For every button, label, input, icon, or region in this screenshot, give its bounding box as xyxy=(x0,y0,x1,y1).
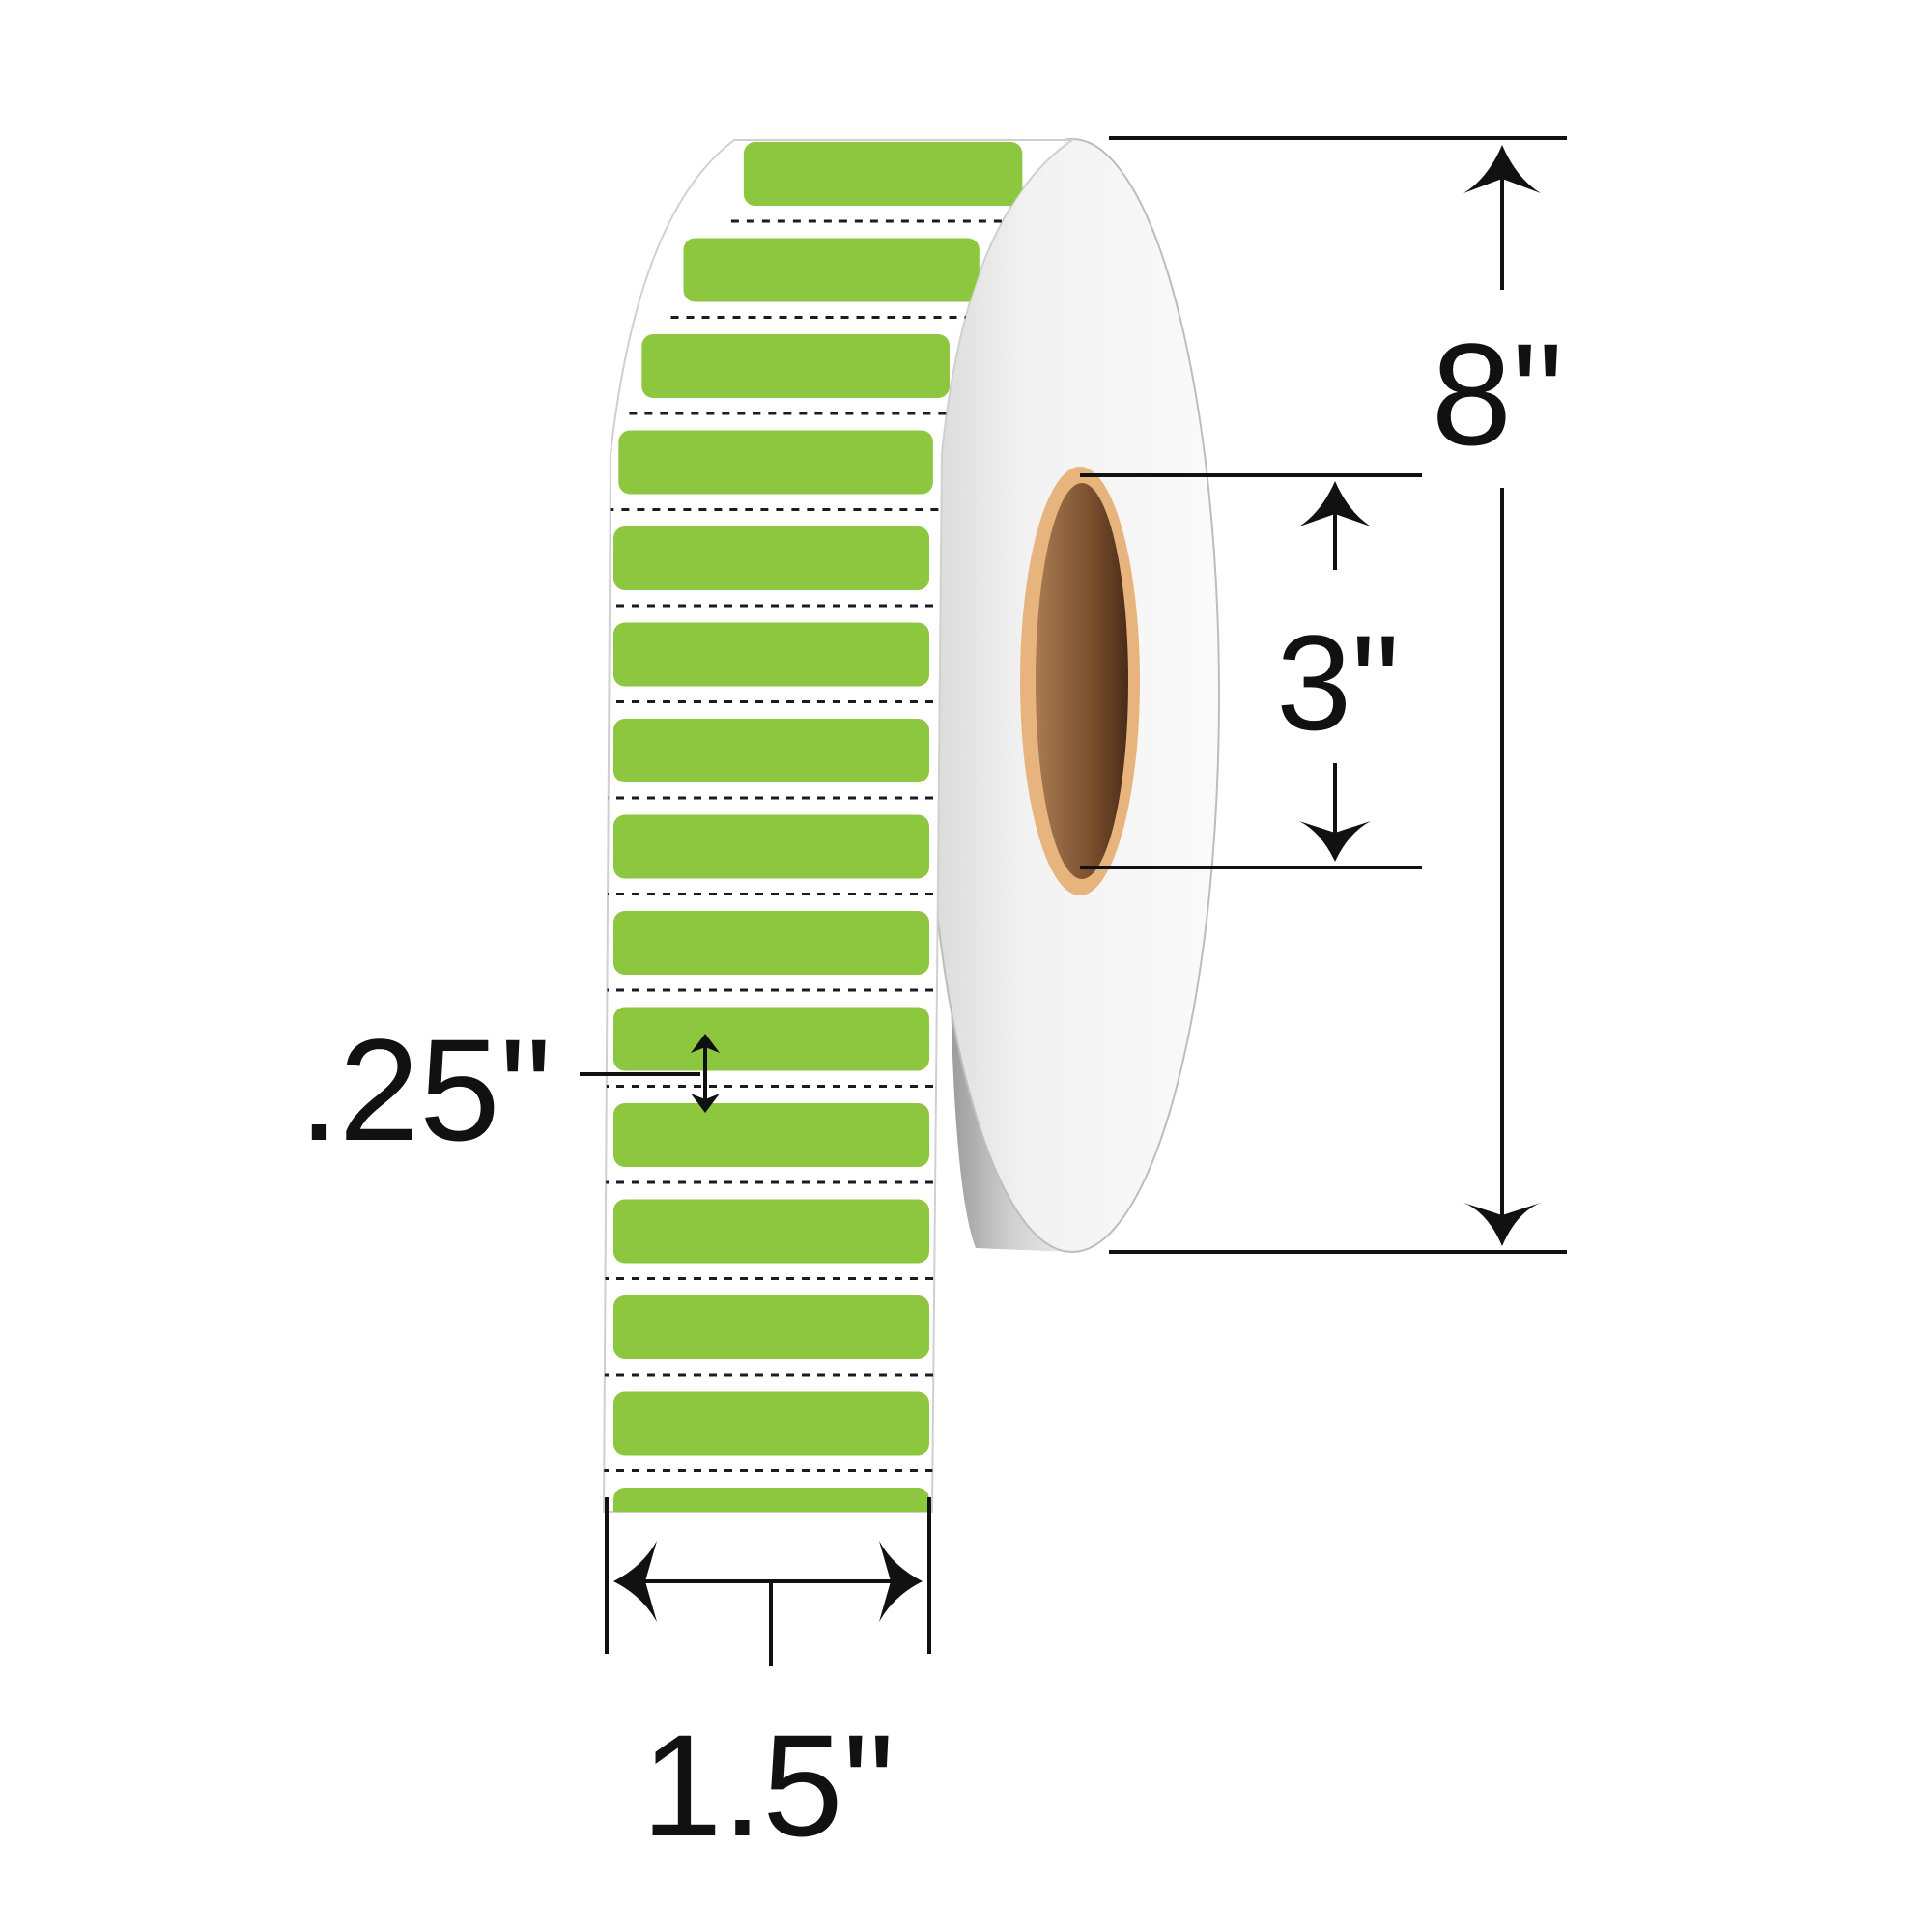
label xyxy=(613,1488,929,1512)
arrow-left-icon xyxy=(613,1541,657,1622)
label xyxy=(613,719,929,782)
label xyxy=(613,911,929,975)
label xyxy=(641,334,950,398)
arrow-up-icon xyxy=(1463,145,1541,193)
arrow-right-icon xyxy=(879,1541,923,1622)
arrow-down-icon xyxy=(691,1094,720,1113)
arrow-up-icon xyxy=(691,1034,720,1053)
core-hole xyxy=(1036,483,1128,879)
dimension-roll-diameter: 8" xyxy=(1109,136,1567,1254)
label xyxy=(613,622,929,687)
label-strip xyxy=(602,139,1076,1513)
label xyxy=(613,1103,929,1167)
label xyxy=(613,526,929,590)
label-width-label: 1.5" xyxy=(641,1704,895,1866)
dimension-label-height: .25" xyxy=(298,1009,720,1171)
label xyxy=(613,1295,929,1359)
label xyxy=(613,814,929,879)
core-diameter-label: 3" xyxy=(1276,607,1400,758)
label-height-label: .25" xyxy=(298,1009,552,1171)
label xyxy=(683,238,980,302)
dimension-core-diameter: 3" xyxy=(1080,473,1422,869)
arrow-down-icon xyxy=(1299,821,1371,862)
arrow-up-icon xyxy=(1299,481,1371,526)
label xyxy=(618,430,933,495)
arrow-down-icon xyxy=(1463,1203,1541,1246)
roll-diameter-label: 8" xyxy=(1432,313,1564,475)
roll-body xyxy=(924,138,1220,1253)
label xyxy=(743,142,1023,206)
label xyxy=(613,1199,929,1264)
label xyxy=(613,1007,929,1071)
dimension-label-width: 1.5" xyxy=(605,1497,931,1866)
label xyxy=(613,1391,929,1456)
